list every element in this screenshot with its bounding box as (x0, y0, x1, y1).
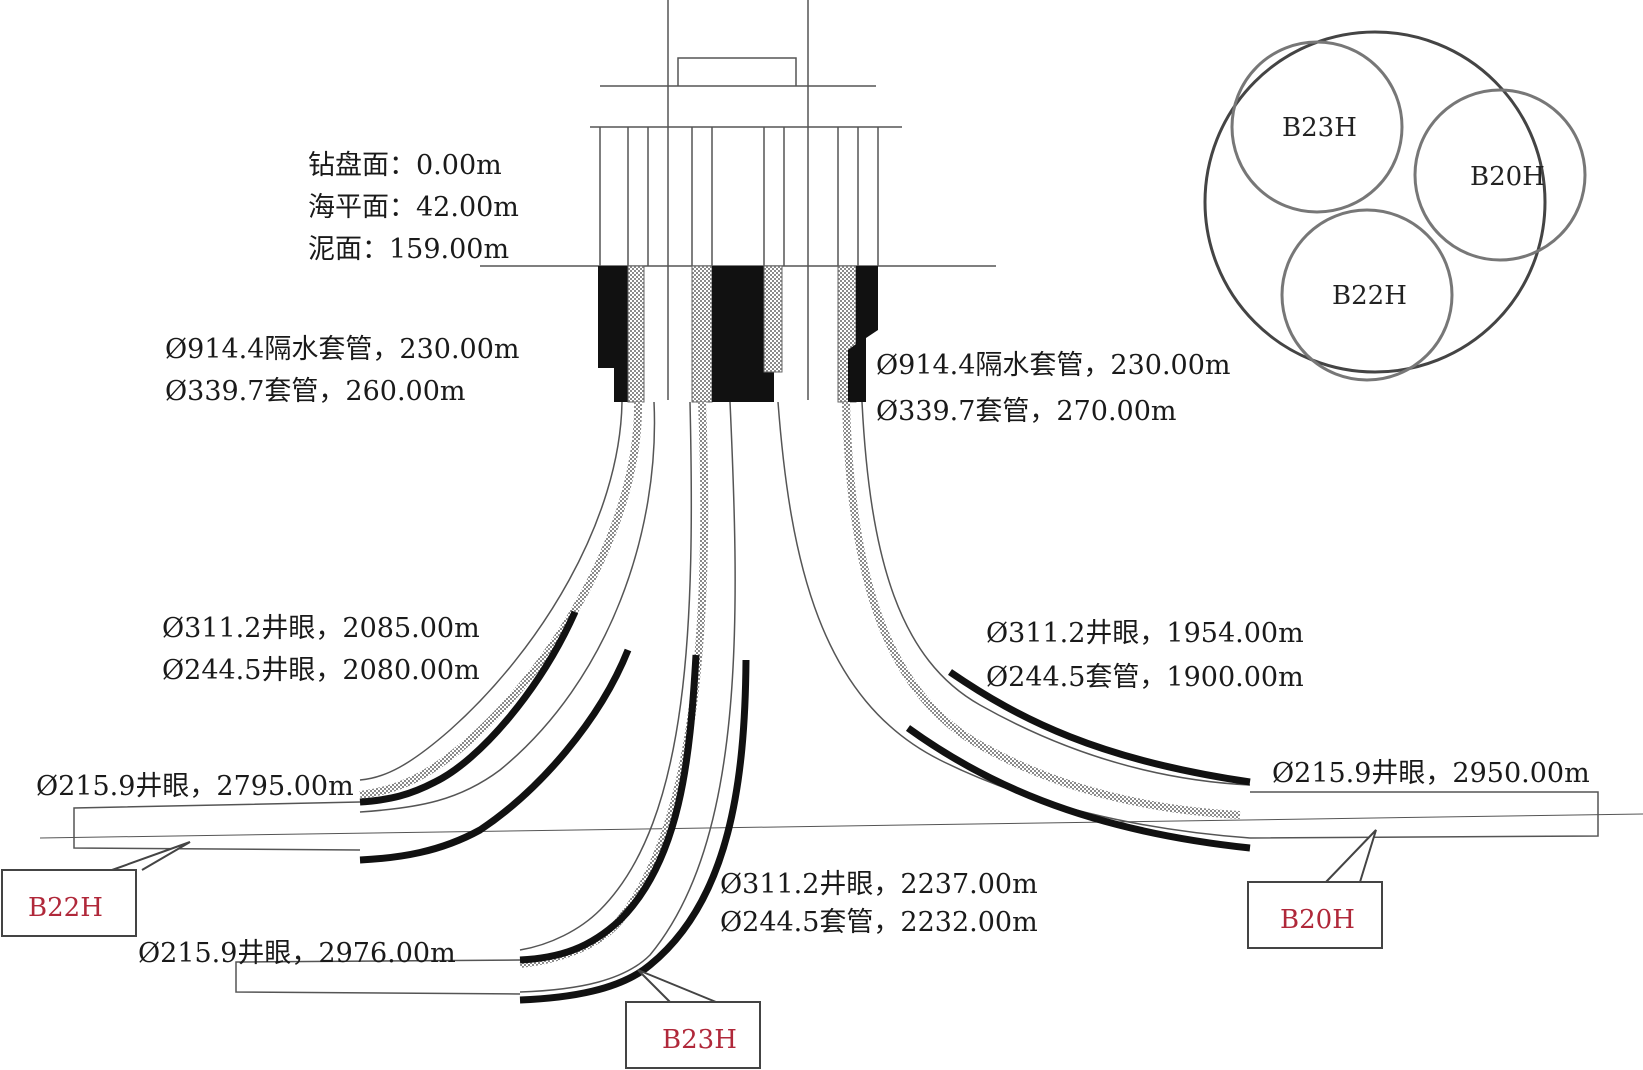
well-b23h-trajectory (235, 401, 750, 1004)
well-b22h-trajectory (73, 401, 656, 864)
b20h-casing-244-label: Ø244.5套管，1900.00m (986, 662, 1304, 693)
sea-level-label: 海平面：42.00m (308, 192, 519, 223)
slot-b22h: B22H (1332, 281, 1407, 311)
b23h-callout: B23H (625, 969, 761, 1069)
cement-blocks (598, 265, 878, 403)
slot-b23h: B23H (1282, 113, 1357, 143)
b20h-hole-215-label: Ø215.9井眼，2950.00m (1272, 758, 1590, 789)
b22h-hole-244-label: Ø244.5井眼，2080.00m (162, 655, 480, 686)
b23h-hole-311-label: Ø311.2井眼，2237.00m (720, 869, 1038, 900)
b22h-hole-311-label: Ø311.2井眼，2085.00m (162, 613, 480, 644)
b20h-tag: B20H (1280, 905, 1355, 935)
left-casing-label: Ø339.7套管，260.00m (165, 376, 466, 407)
slot-plan: B23H B20H B22H (1203, 30, 1587, 382)
mudline-label: 泥面：159.00m (308, 234, 509, 265)
b20h-callout: B20H (1247, 829, 1383, 949)
conductor-strings (599, 127, 879, 266)
slot-b20h: B20H (1470, 162, 1545, 192)
right-casing-label: Ø339.7套管，270.00m (876, 396, 1177, 427)
b23h-casing-244-label: Ø244.5套管，2232.00m (720, 907, 1038, 938)
well-b20h-trajectory (777, 401, 1599, 852)
rotary-table-label: 钻盘面：0.00m (308, 150, 502, 181)
b22h-hole-215-label: Ø215.9井眼，2795.00m (36, 771, 354, 802)
b23h-tag: B23H (662, 1025, 737, 1055)
b23h-hole-215-label: Ø215.9井眼，2976.00m (138, 938, 456, 969)
right-conductor-label: Ø914.4隔水套管，230.00m (876, 350, 1231, 381)
b20h-hole-311-label: Ø311.2井眼，1954.00m (986, 618, 1304, 649)
b22h-callout: B22H (1, 841, 191, 937)
left-conductor-label: Ø914.4隔水套管，230.00m (165, 334, 520, 365)
b22h-tag: B22H (28, 893, 103, 923)
